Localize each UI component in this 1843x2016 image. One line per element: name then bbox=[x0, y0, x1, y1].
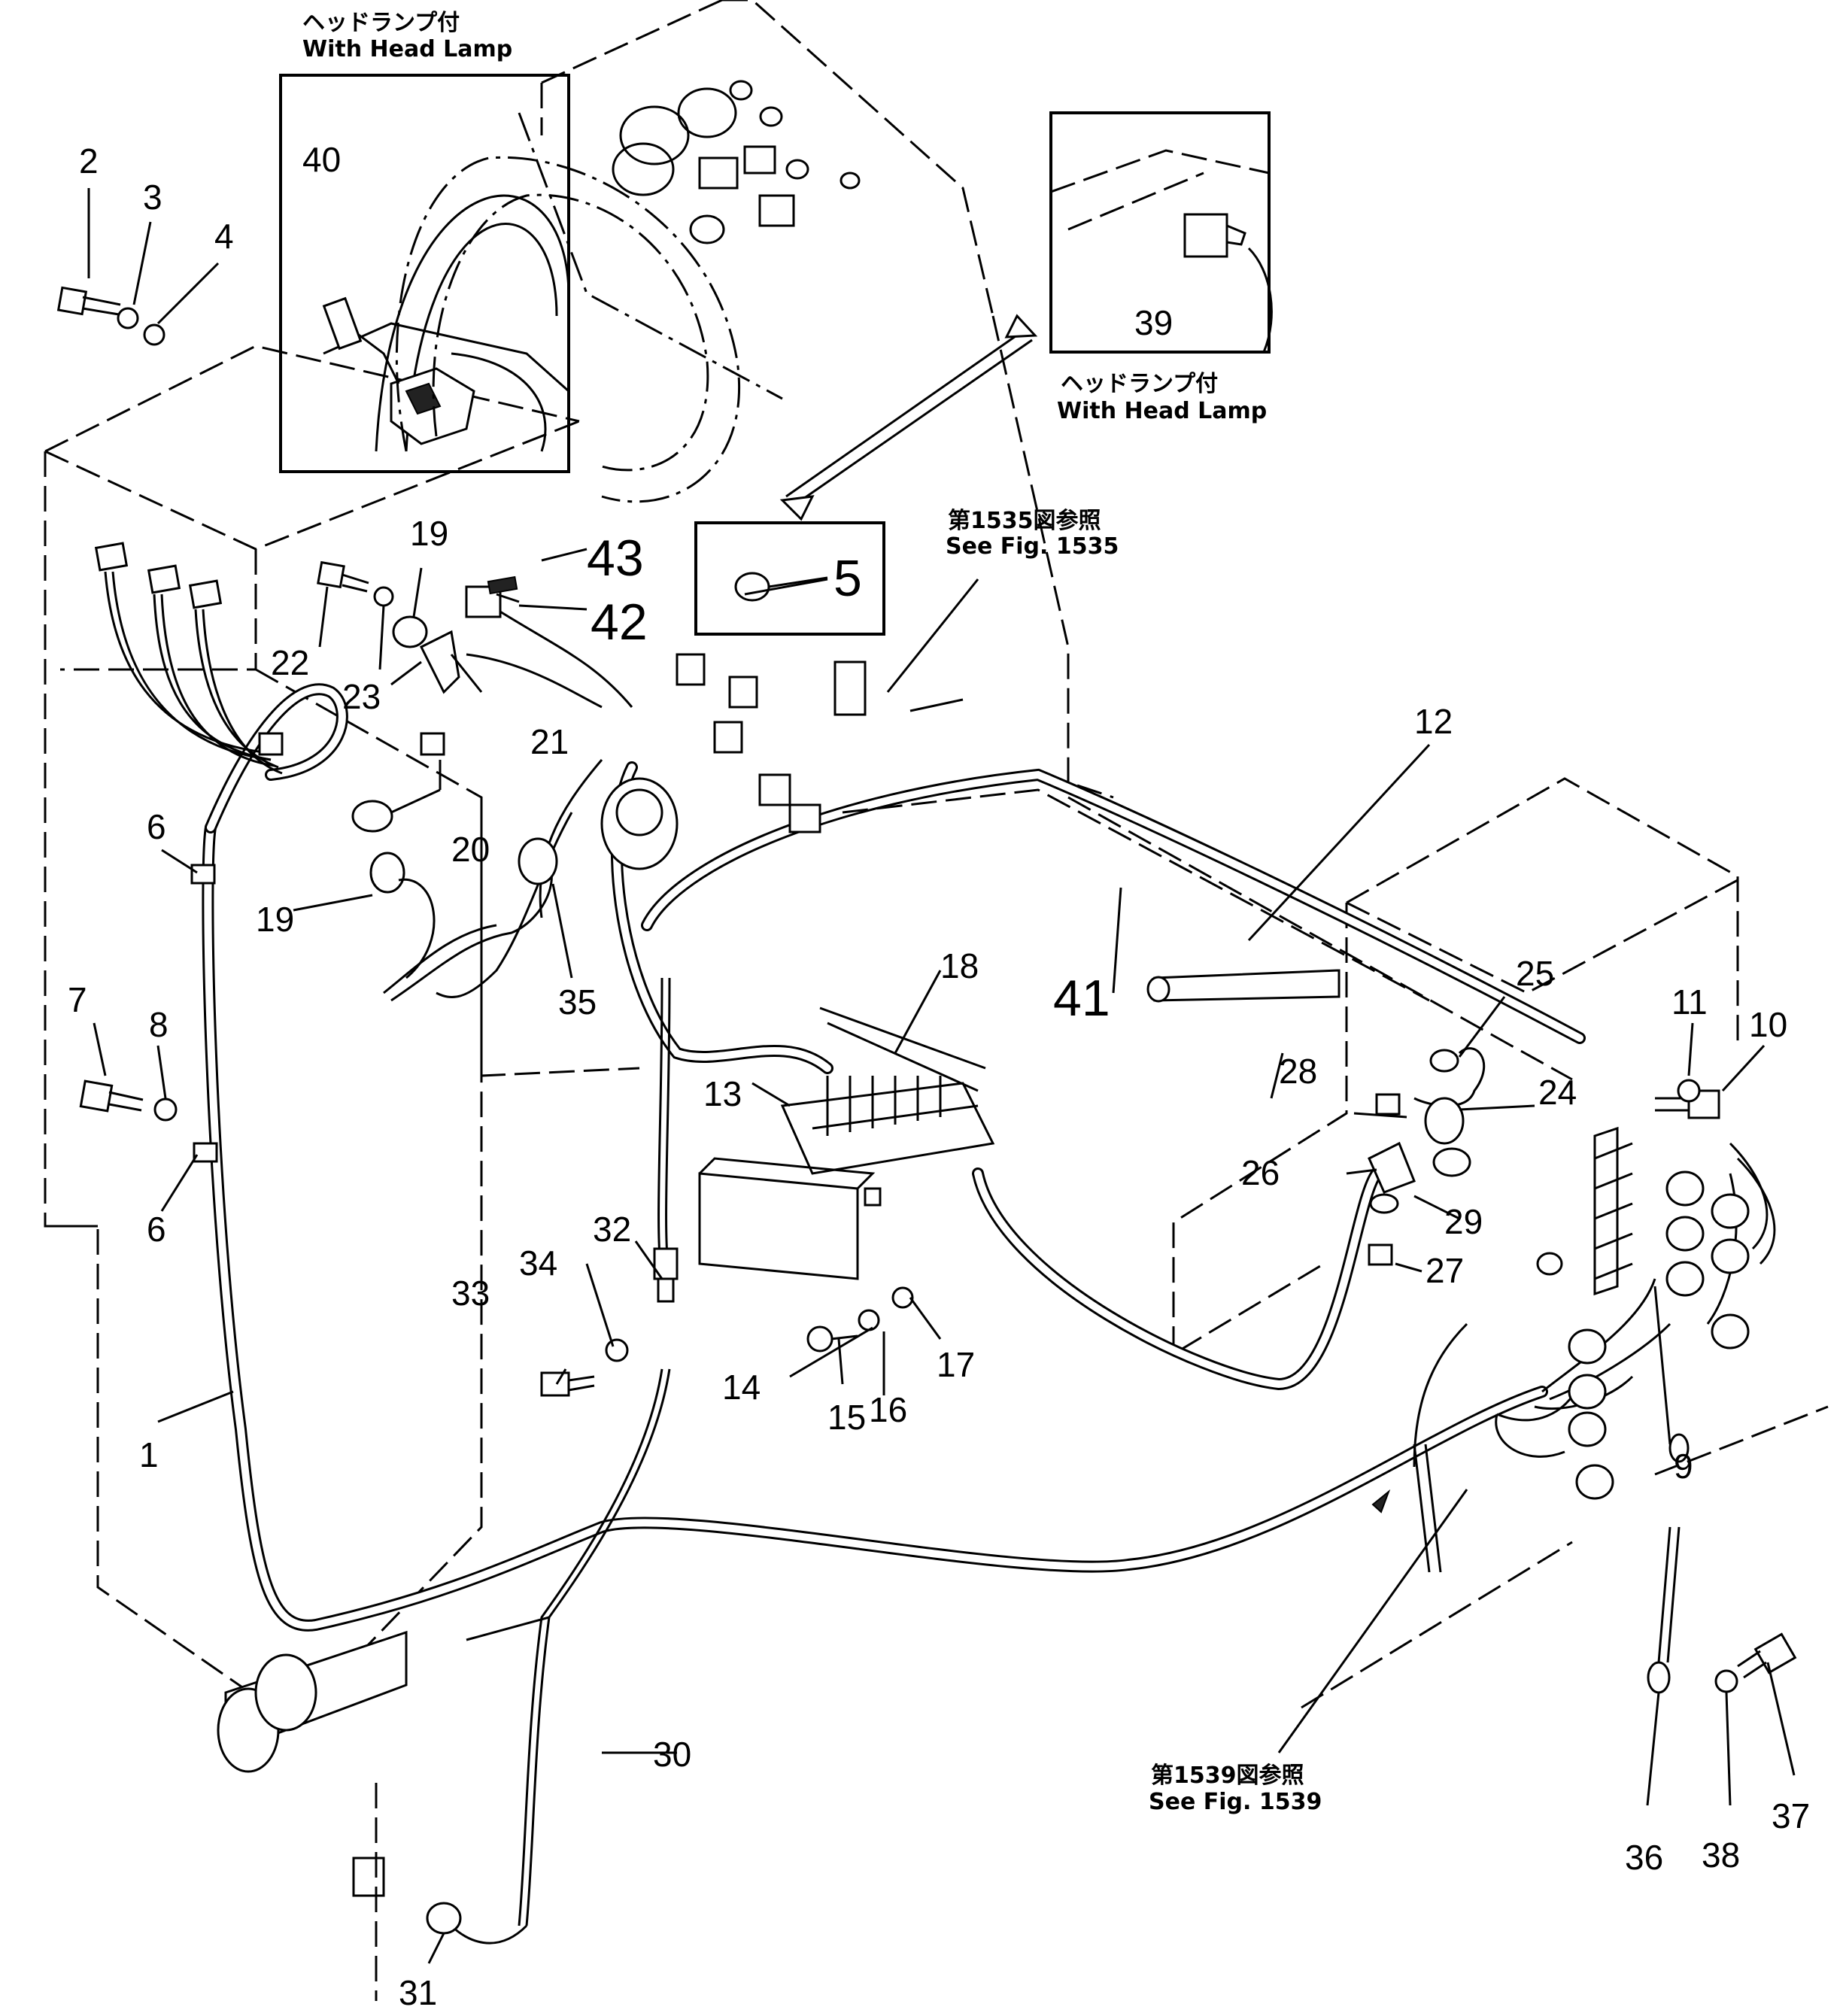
caption-head-lamp-top-jp: ヘッドランプ付 bbox=[302, 10, 460, 36]
part-label-42: 42 bbox=[591, 594, 648, 651]
part-label-1: 1 bbox=[139, 1435, 159, 1474]
part-label-4: 4 bbox=[214, 217, 234, 256]
caption-head-lamp-right-jp: ヘッドランプ付 bbox=[1061, 371, 1218, 397]
part-label-23: 23 bbox=[342, 677, 381, 716]
caption-see-1539-jp: 第1539図参照 bbox=[1151, 1762, 1304, 1789]
part-label-6a: 6 bbox=[147, 807, 166, 846]
steering-wheel bbox=[395, 112, 783, 503]
part-label-21: 21 bbox=[530, 722, 569, 761]
part-label-9: 9 bbox=[1674, 1447, 1693, 1486]
part-label-17: 17 bbox=[937, 1345, 975, 1384]
part-label-10: 10 bbox=[1749, 1005, 1787, 1044]
part-label-14: 14 bbox=[722, 1368, 761, 1407]
part-label-37: 37 bbox=[1772, 1796, 1810, 1835]
part-label-19b: 19 bbox=[256, 900, 294, 939]
part-label-5: 5 bbox=[833, 550, 862, 607]
part-label-16: 16 bbox=[869, 1390, 907, 1429]
wires bbox=[104, 571, 1776, 1945]
part-label-43: 43 bbox=[587, 530, 644, 587]
head-lamp-switch-inset bbox=[279, 74, 570, 473]
part-label-35: 35 bbox=[558, 982, 597, 1022]
part-label-30: 30 bbox=[653, 1735, 691, 1774]
part-label-11: 11 bbox=[1671, 982, 1708, 1022]
part-label-20: 20 bbox=[451, 830, 490, 869]
part-label-18: 18 bbox=[940, 946, 979, 985]
part-label-6b: 6 bbox=[147, 1210, 166, 1249]
body-outline bbox=[44, 0, 1829, 1724]
part-label-39: 39 bbox=[1134, 303, 1173, 342]
inset-link-arrow bbox=[779, 314, 1038, 521]
part-label-40: 40 bbox=[302, 140, 341, 179]
part-5-box bbox=[694, 521, 885, 636]
part-label-31: 31 bbox=[399, 1973, 437, 2012]
part-label-19a: 19 bbox=[410, 514, 448, 553]
part-label-33: 33 bbox=[451, 1274, 490, 1313]
part-label-15: 15 bbox=[827, 1398, 866, 1437]
part-label-36: 36 bbox=[1625, 1838, 1663, 1877]
part-label-27: 27 bbox=[1426, 1251, 1464, 1290]
caption-head-lamp-right-en: With Head Lamp bbox=[1057, 398, 1267, 424]
part-labels: 1 2 3 4 5 6 6 7 8 9 10 11 12 13 14 15 16… bbox=[68, 140, 1810, 2012]
part-label-3: 3 bbox=[143, 178, 162, 217]
head-lamp-toggle-inset bbox=[1049, 111, 1273, 354]
part-label-29: 29 bbox=[1444, 1202, 1483, 1241]
leader-lines bbox=[87, 188, 1796, 1964]
part-label-25: 25 bbox=[1516, 954, 1554, 993]
part-label-32: 32 bbox=[593, 1210, 631, 1249]
part-label-12: 12 bbox=[1414, 702, 1453, 741]
part-label-41: 41 bbox=[1053, 970, 1110, 1027]
part-label-24: 24 bbox=[1538, 1073, 1577, 1112]
captions: ヘッドランプ付 With Head Lamp ヘッドランプ付 With Head… bbox=[302, 10, 1322, 1815]
part-label-26: 26 bbox=[1241, 1153, 1280, 1192]
caption-head-lamp-top-en: With Head Lamp bbox=[302, 36, 512, 62]
part-label-38: 38 bbox=[1702, 1835, 1740, 1875]
part-label-7: 7 bbox=[68, 980, 87, 1019]
part-label-22: 22 bbox=[271, 643, 309, 682]
part-label-34: 34 bbox=[519, 1243, 557, 1283]
part-label-2: 2 bbox=[79, 141, 99, 181]
part-label-13: 13 bbox=[703, 1074, 742, 1113]
caption-see-1539-en: See Fig. 1539 bbox=[1149, 1789, 1322, 1815]
caption-see-1535-en: See Fig. 1535 bbox=[946, 533, 1119, 560]
part-label-8: 8 bbox=[149, 1005, 169, 1044]
part-label-28: 28 bbox=[1279, 1052, 1317, 1091]
components bbox=[56, 286, 1797, 2001]
dashboard-gauges bbox=[612, 80, 861, 244]
caption-see-1535-jp: 第1535図参照 bbox=[948, 508, 1101, 534]
